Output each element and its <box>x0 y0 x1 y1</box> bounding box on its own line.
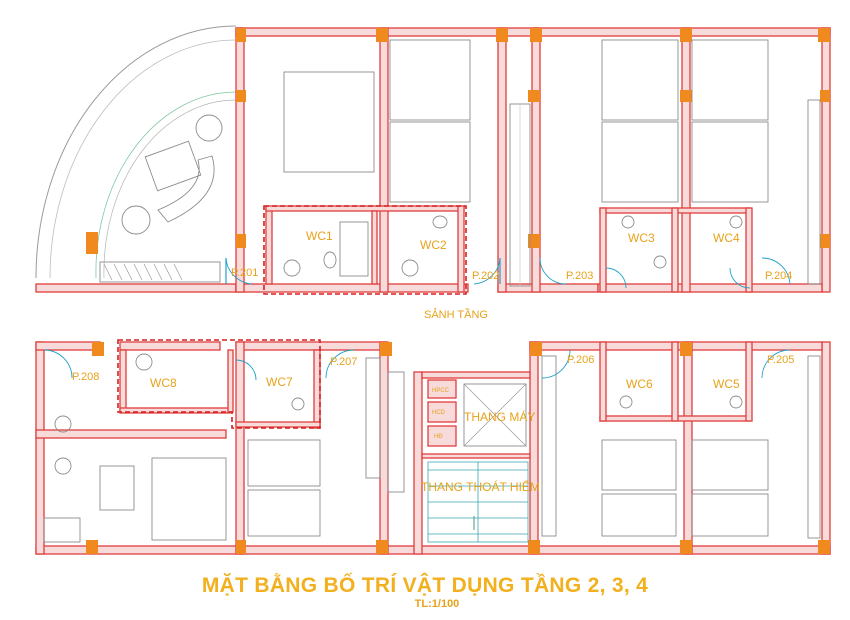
area-labels: SẢNH TẦNG THANG MÁY THANG THOÁT HIỂM HPC… <box>421 308 540 494</box>
label-wc5: WC5 <box>713 377 740 391</box>
label-shaft-2: HCD <box>432 410 446 416</box>
label-shaft-1: HPCC <box>432 388 450 394</box>
elevator-shaft <box>463 383 527 447</box>
columns <box>86 28 830 554</box>
room-labels: P.201 P.202 P.203 P.204 P.205 P.206 P.20… <box>72 267 794 383</box>
label-p204: P.204 <box>765 270 792 282</box>
label-lobby: SẢNH TẦNG <box>424 308 488 321</box>
label-p205: P.205 <box>767 354 794 366</box>
label-p206: P.206 <box>567 354 594 366</box>
bathroom-labels: WC1 WC2 WC3 WC4 WC5 WC6 WC7 WC8 <box>150 229 740 391</box>
emergency-stair <box>427 461 529 543</box>
drawing-scale: TL:1/100 <box>414 598 460 610</box>
label-shaft-3: HĐ <box>434 434 443 440</box>
label-p208: P.208 <box>72 371 99 383</box>
doors <box>43 257 791 381</box>
walls <box>35 27 831 555</box>
label-wc3: WC3 <box>628 231 655 245</box>
label-wc7: WC7 <box>266 375 293 389</box>
label-wc1: WC1 <box>306 229 333 243</box>
label-elevator: THANG MÁY <box>464 409 535 424</box>
label-emergency-stairs: THANG THOÁT HIỂM <box>421 479 540 494</box>
label-wc6: WC6 <box>626 377 653 391</box>
label-p202: P.202 <box>472 270 499 282</box>
label-wc2: WC2 <box>420 238 447 252</box>
label-p203: P.203 <box>566 270 593 282</box>
wc1-wc2-highlight <box>263 205 467 295</box>
label-wc8: WC8 <box>150 376 177 390</box>
curved-balcony <box>35 25 237 279</box>
label-p201: P.201 <box>231 267 258 279</box>
wardrobes <box>43 99 821 543</box>
living-furniture <box>54 114 223 475</box>
beds <box>99 39 769 541</box>
drawing-title: MẶT BẰNG BỐ TRÍ VẬT DỤNG TẦNG 2, 3, 4 <box>201 574 649 597</box>
label-p207: P.207 <box>330 356 357 368</box>
service-shafts <box>427 379 457 447</box>
label-wc4: WC4 <box>713 231 740 245</box>
wc-fixtures <box>135 215 743 411</box>
wc7-wc8-highlight <box>117 339 321 429</box>
